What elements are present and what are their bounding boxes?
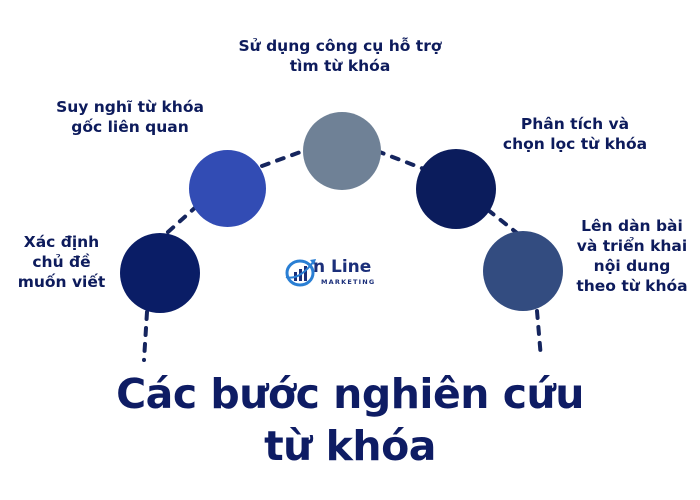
page-title: Các bước nghiên cứu từ khóa (0, 368, 700, 472)
connector-3-4 (375, 149, 426, 171)
step-4-label: Phân tích và chọn lọc từ khóa (502, 115, 648, 153)
step-4-circle (416, 149, 496, 229)
step-2-label: Suy nghĩ từ khóa gốc liên quan (56, 98, 204, 136)
step-5-circle (483, 231, 563, 311)
step-3-circle (303, 112, 381, 190)
step-2-circle (189, 150, 266, 227)
title-line-2: từ khóa (264, 422, 436, 470)
logo-tagline: MARKETING (321, 278, 376, 286)
title-line-1: Các bước nghiên cứu (116, 370, 584, 418)
company-logo: n Line MARKETING (281, 255, 401, 297)
connector-1-2 (166, 203, 200, 234)
logo-wordmark: n Line (313, 257, 372, 277)
step-1-label: Xác định chủ đề muốn viết (17, 233, 106, 291)
connector-left-stem (142, 310, 149, 362)
step-5-label: Lên dàn bài và triển khai nội dung theo … (576, 217, 688, 295)
logo-globe-icon (285, 259, 316, 287)
step-3-label: Sử dụng công cụ hỗ trợ tìm từ khóa (238, 37, 442, 75)
step-1-circle (120, 233, 200, 313)
connector-4-5 (486, 208, 519, 235)
connector-right-stem (535, 309, 543, 360)
connector-2-3 (260, 148, 308, 168)
